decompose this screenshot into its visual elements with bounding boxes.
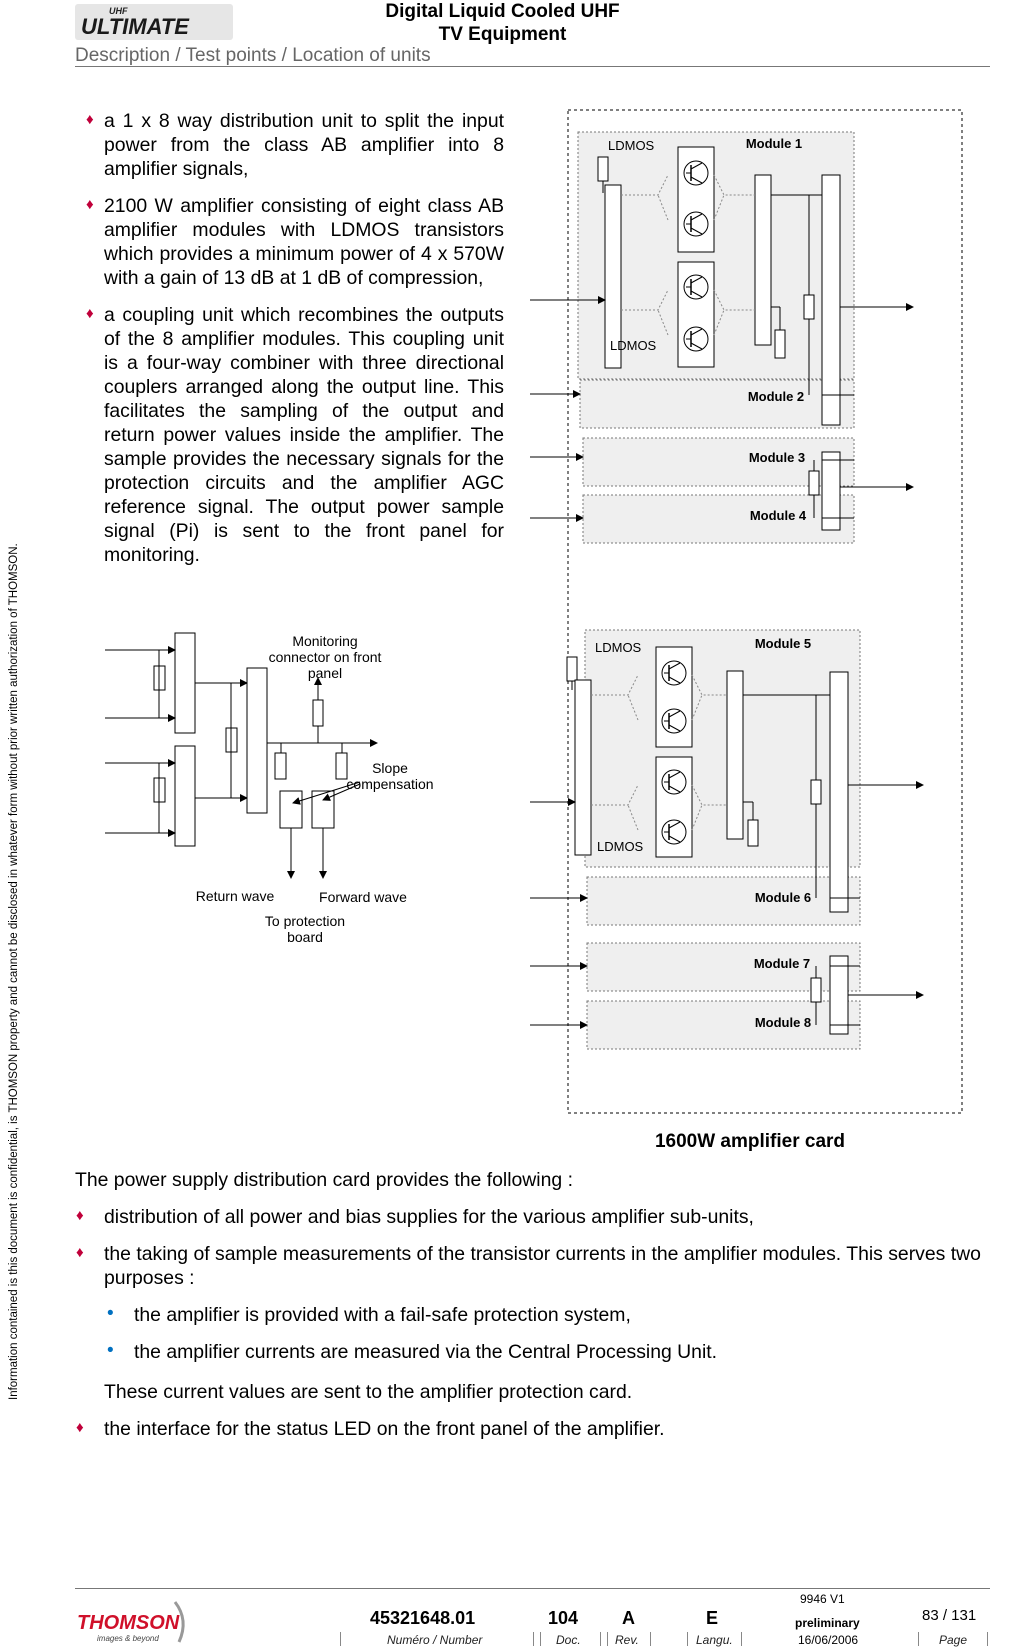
list-item: ♦ distribution of all power and bias sup… xyxy=(76,1206,754,1228)
bottom-bullet-list: ♦ distribution of all power and bias sup… xyxy=(75,1205,1005,1441)
langu-label: Langu. xyxy=(696,1633,733,1647)
footer-separator xyxy=(600,1632,601,1646)
diamond-bullet-icon: ♦ xyxy=(86,305,94,322)
list-item: ♦ a coupling unit which recombines the o… xyxy=(86,304,504,566)
sub-list-item: • the amplifier currents are measured vi… xyxy=(107,1340,718,1363)
confidentiality-note: Information contained is this document i… xyxy=(8,543,20,1400)
diagram-caption: 1600W amplifier card xyxy=(654,1131,846,1152)
document-date: 16/06/2006 xyxy=(798,1633,859,1647)
footer-separator xyxy=(533,1632,534,1646)
svg-text:compensation: compensation xyxy=(346,776,433,792)
module-6-label: Module 6 xyxy=(755,890,811,905)
rev-label: Rev. xyxy=(615,1633,639,1647)
diamond-bullet-icon: ♦ xyxy=(76,1419,84,1436)
module-2-label: Module 2 xyxy=(748,389,804,404)
footer-separator xyxy=(650,1632,651,1646)
module-1-label: Module 1 xyxy=(746,136,802,151)
top-bullet-list: ♦ a 1 x 8 way distribution unit to split… xyxy=(86,109,504,567)
svg-text:To protection: To protection xyxy=(265,913,345,929)
svg-text:LDMOS: LDMOS xyxy=(610,338,657,353)
dot-bullet-icon: • xyxy=(107,1340,114,1361)
document-title: Digital Liquid Cooled UHF TV Equipment xyxy=(385,1,620,45)
revision: A xyxy=(622,1608,635,1628)
page-number: 83 / 131 xyxy=(922,1607,977,1624)
list-item: ♦ a 1 x 8 way distribution unit to split… xyxy=(86,110,504,180)
svg-text:Slope: Slope xyxy=(372,760,408,776)
version: 9946 V1 xyxy=(800,1592,845,1606)
svg-text:Return wave: Return wave xyxy=(196,888,275,904)
module-5-label: Module 5 xyxy=(755,636,811,651)
list-item: ♦ 2100 W amplifier consisting of eight c… xyxy=(86,195,504,289)
document-number: 45321648.01 xyxy=(370,1608,476,1628)
amplifier-card-diagram: LDMOS LDMOS Module 1 Module 2 Module 3 M… xyxy=(530,109,963,1114)
svg-text:ULTIMATE: ULTIMATE xyxy=(81,14,190,39)
module-8-label: Module 8 xyxy=(755,1015,811,1030)
svg-text:Monitoring: Monitoring xyxy=(292,633,357,649)
diamond-bullet-icon: ♦ xyxy=(76,1207,84,1224)
sub-list-item: • the amplifier is provided with a fail-… xyxy=(107,1303,631,1326)
module-7-label: Module 7 xyxy=(754,956,810,971)
ultimate-logo: UHF ULTIMATE xyxy=(75,4,233,40)
diamond-bullet-icon: ♦ xyxy=(76,1244,84,1261)
intro-text: The power supply distribution card provi… xyxy=(75,1169,573,1191)
svg-text:LDMOS: LDMOS xyxy=(608,138,655,153)
module-3-label: Module 3 xyxy=(749,450,805,465)
header-divider xyxy=(75,66,990,67)
coupling-unit-diagram: Monitoring connector on front panel Slop… xyxy=(105,632,434,945)
diamond-bullet-icon: ♦ xyxy=(86,111,94,128)
svg-text:UHF: UHF xyxy=(109,6,128,16)
sub-note: These current values are sent to the amp… xyxy=(104,1381,633,1403)
list-item: ♦ the interface for the status LED on th… xyxy=(76,1418,665,1440)
footer-separator xyxy=(607,1632,608,1646)
svg-text:images & beyond: images & beyond xyxy=(97,1634,159,1643)
footer-separator xyxy=(987,1632,988,1646)
diamond-bullet-icon: ♦ xyxy=(86,196,94,213)
status: preliminary xyxy=(795,1616,860,1630)
module-4-label: Module 4 xyxy=(750,508,807,523)
svg-text:LDMOS: LDMOS xyxy=(595,640,642,655)
footer-separator xyxy=(340,1632,341,1646)
footer-separator xyxy=(741,1632,742,1646)
svg-text:THOMSON: THOMSON xyxy=(77,1612,180,1634)
list-item: ♦ the taking of sample measurements of t… xyxy=(76,1243,981,1289)
dot-bullet-icon: • xyxy=(107,1303,114,1324)
doc-code: 104 xyxy=(548,1608,579,1628)
doc-label: Doc. xyxy=(556,1633,581,1647)
svg-text:connector on front: connector on front xyxy=(269,649,382,665)
page-label: Page xyxy=(939,1633,968,1647)
thomson-logo: THOMSON images & beyond xyxy=(75,1598,193,1646)
svg-text:panel: panel xyxy=(308,665,342,681)
footer-divider xyxy=(75,1588,990,1589)
number-label: Numéro / Number xyxy=(387,1633,483,1647)
svg-text:LDMOS: LDMOS xyxy=(597,839,644,854)
section-subtitle: Description / Test points / Location of … xyxy=(75,45,431,66)
svg-text:Forward wave: Forward wave xyxy=(319,889,407,905)
footer-separator xyxy=(540,1632,541,1646)
footer-separator xyxy=(918,1632,919,1646)
language: E xyxy=(706,1608,719,1628)
svg-text:board: board xyxy=(287,929,323,945)
footer-separator xyxy=(687,1632,688,1646)
